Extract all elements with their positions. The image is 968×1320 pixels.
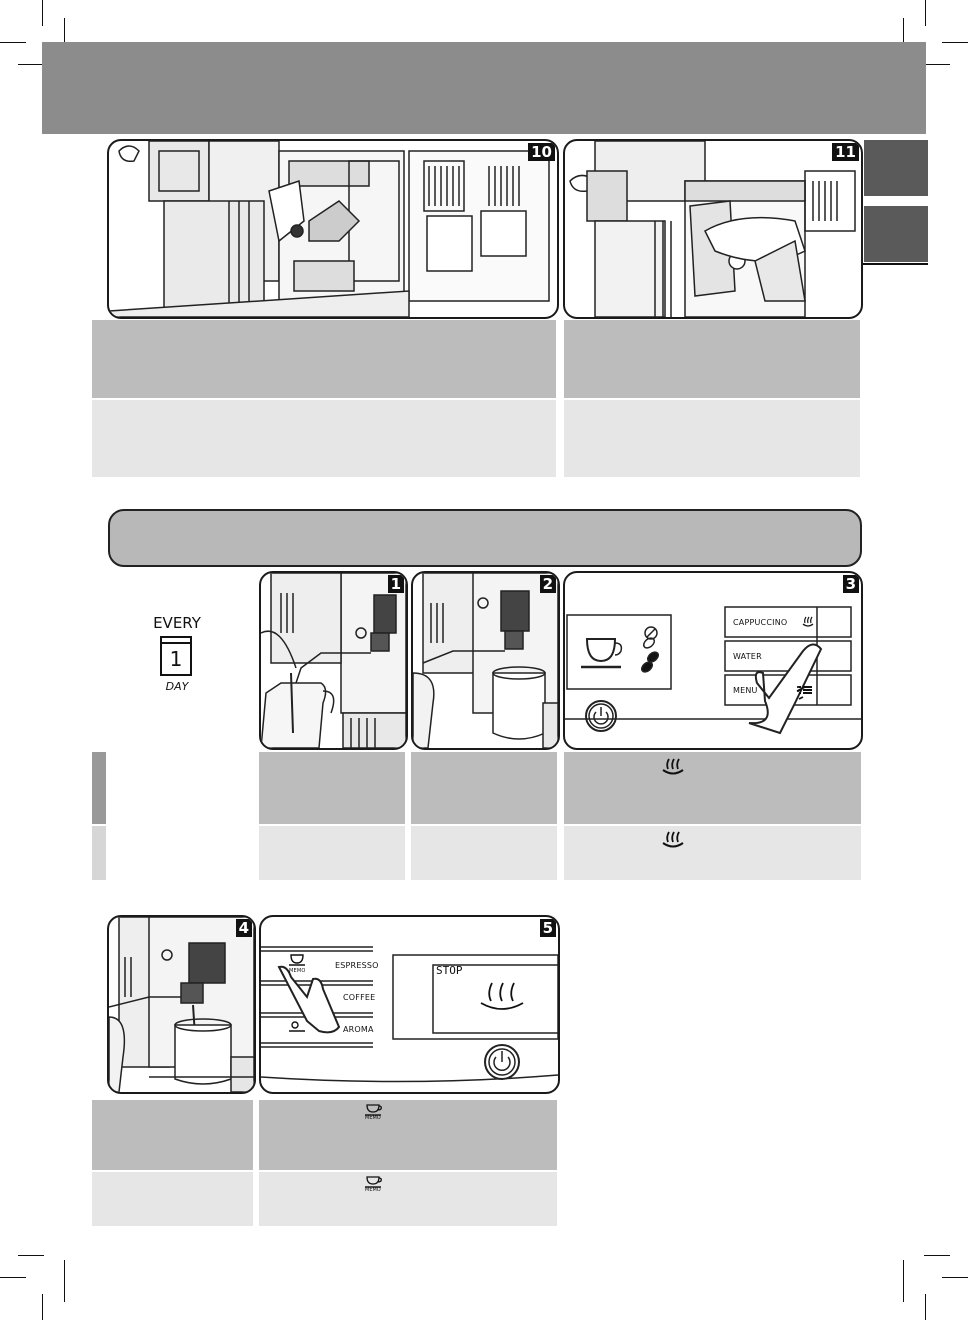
calendar-top-bar: [160, 636, 192, 644]
text-cell-step5-secondary: [259, 1172, 557, 1226]
water-button-label: WATER: [733, 652, 762, 661]
calendar-every-day: EVERY 1 DAY: [140, 614, 214, 694]
cappuccino-button-label: CAPPUCCINO: [733, 618, 788, 627]
steam-icon: [662, 758, 684, 775]
page-header-band: [42, 42, 926, 134]
side-tab-upper: [864, 140, 928, 196]
text-cell-step1-secondary: [259, 826, 405, 880]
crop-mark: [924, 1255, 950, 1256]
crop-mark: [64, 18, 65, 60]
crop-mark: [903, 1260, 904, 1302]
text-cell-step11-primary: [564, 320, 860, 398]
step-number-1: 1: [387, 575, 404, 593]
calendar-icon: 1: [160, 636, 192, 676]
crop-mark: [42, 1294, 43, 1320]
step-number-2: 2: [539, 575, 556, 593]
illustration-step-10: 10: [107, 139, 559, 319]
steam-icon: [802, 616, 814, 627]
steam-icon: [662, 831, 684, 848]
text-cell-step10-secondary: [92, 400, 556, 477]
illustration-step-5: MEMO ESPRESSO COFFEE AROMA STOP 5: [259, 915, 560, 1094]
text-cell-step5-primary: [259, 1100, 557, 1170]
crop-mark: [925, 1294, 926, 1320]
text-cell-step11-secondary: [564, 400, 860, 477]
frother-in-milk-jug-illustration: [261, 573, 406, 748]
menu-list-icon: [799, 686, 812, 694]
illustration-step-2: 2: [411, 571, 560, 750]
crop-mark: [903, 18, 904, 60]
illustration-step-1: 1: [259, 571, 408, 750]
menu-button-label: MENU: [733, 686, 758, 695]
text-cell-step3-primary: [564, 752, 861, 824]
text-cell-step2-secondary: [411, 826, 557, 880]
row-marker-light: [92, 826, 106, 880]
text-cell-step1-primary: [259, 752, 405, 824]
coffee-button-label: COFFEE: [343, 993, 376, 1002]
crop-mark: [924, 64, 950, 65]
text-cell-step3-secondary: [564, 826, 861, 880]
memo-icon-label: MEMO: [365, 1115, 381, 1121]
crop-mark: [0, 1277, 26, 1278]
step-number-11: 11: [832, 143, 859, 161]
step-number-10: 10: [528, 143, 555, 161]
crop-mark: [18, 64, 44, 65]
memo-cup-icon: MEMO: [362, 1174, 384, 1198]
memo-icon-label: MEMO: [365, 1187, 381, 1193]
milk-frothing-illustration: [109, 917, 254, 1092]
crop-mark: [925, 0, 926, 26]
memo-small-label: MEMO: [289, 968, 306, 974]
text-cell-step4-primary: [92, 1100, 253, 1170]
text-cell-step2-primary: [411, 752, 557, 824]
espresso-button-label: ESPRESSO: [335, 961, 379, 970]
section-title-bar: [108, 509, 862, 567]
side-tab-divider: [862, 263, 928, 265]
text-cell-step4-secondary: [92, 1172, 253, 1226]
crop-mark: [64, 1260, 65, 1302]
calendar-top-label: EVERY: [153, 614, 201, 632]
container-under-frother-illustration: [413, 573, 558, 748]
crop-mark: [942, 42, 968, 43]
aroma-button-label: AROMA: [343, 1025, 374, 1034]
step-number-4: 4: [235, 919, 252, 937]
crop-mark: [42, 0, 43, 26]
calendar-bottom-label: DAY: [165, 680, 189, 693]
calendar-number: 1: [169, 647, 183, 671]
row-marker-dark: [92, 752, 106, 824]
memo-cup-icon: MEMO: [362, 1102, 384, 1126]
side-tab-lower: [864, 206, 928, 262]
crop-mark: [18, 1255, 44, 1256]
crop-mark: [942, 1277, 968, 1278]
illustration-step-11: 11: [563, 139, 863, 319]
control-panel-stop-illustration: [261, 946, 558, 1083]
illustration-step-4: 4: [107, 915, 256, 1094]
step-number-3: 3: [842, 575, 859, 593]
control-panel-illustration: [565, 606, 861, 735]
text-cell-step10-primary: [92, 320, 556, 398]
illustration-step-3: CAPPUCCINO WATER MENU 3: [563, 571, 863, 750]
machine-open-door-illustration: [109, 141, 550, 317]
brew-group-insert-illustration: [569, 141, 856, 317]
step-number-5: 5: [539, 919, 556, 937]
crop-mark: [0, 42, 26, 43]
display-stop-text: STOP: [436, 964, 463, 977]
